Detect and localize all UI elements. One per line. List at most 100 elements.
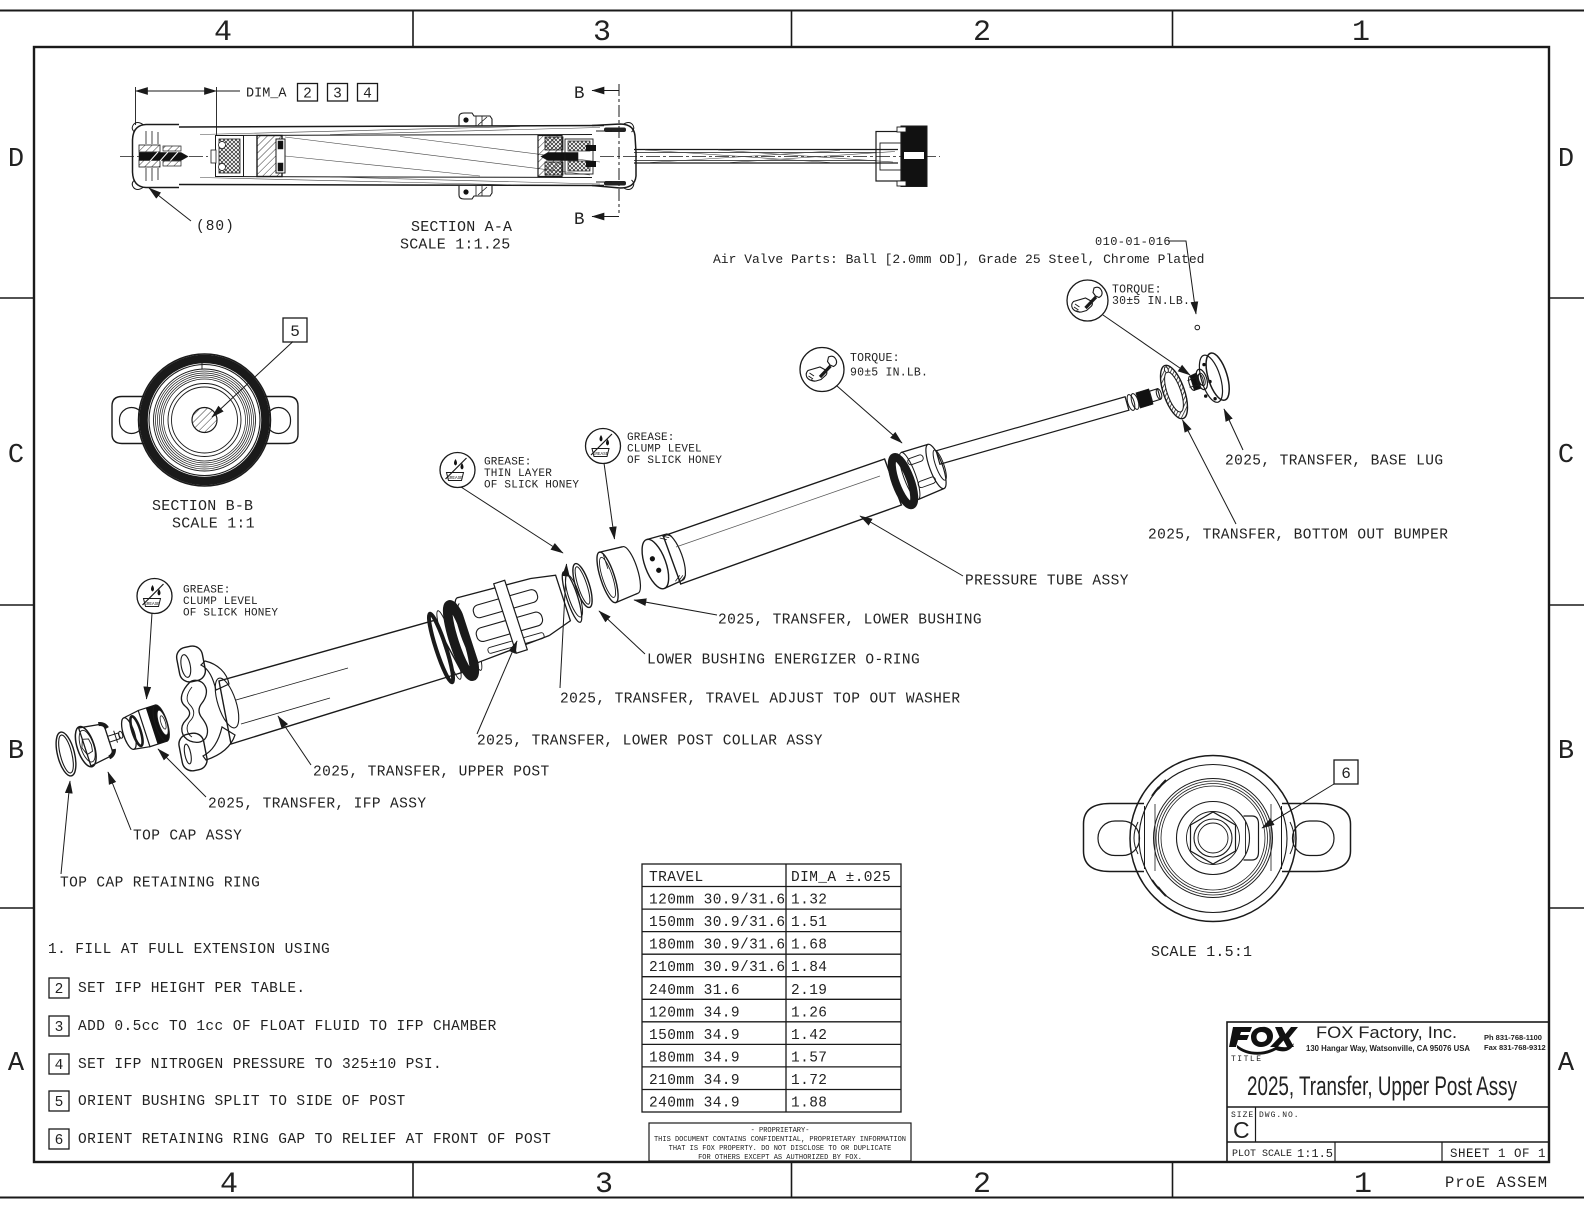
svg-text:SHEET 1 OF 1: SHEET 1 OF 1 <box>1450 1147 1546 1161</box>
svg-text:THAT IS FOX PROPERTY. DO NOT: THAT IS FOX PROPERTY. DO NOT DISCLOSE TO… <box>669 1145 892 1153</box>
svg-text:THIN LAYER: THIN LAYER <box>484 468 552 480</box>
svg-text:PRESSURE TUBE ASSY: PRESSURE TUBE ASSY <box>965 574 1129 590</box>
svg-text:Air Valve Parts: Ball [2.0mm O: Air Valve Parts: Ball [2.0mm OD], Grade … <box>713 252 1204 267</box>
svg-text:150mm 34.9: 150mm 34.9 <box>649 1028 740 1044</box>
svg-text:4: 4 <box>214 16 232 50</box>
svg-text:2: 2 <box>973 16 991 50</box>
svg-text:(80): (80) <box>196 219 235 235</box>
svg-text:TOP CAP ASSY: TOP CAP ASSY <box>133 829 242 845</box>
svg-text:TOP CAP RETAINING RING: TOP CAP RETAINING RING <box>60 876 260 892</box>
svg-text:SECTION B-B: SECTION B-B <box>152 498 253 515</box>
svg-text:2025, TRANSFER, LOWER POST COL: 2025, TRANSFER, LOWER POST COLLAR ASSY <box>477 734 823 750</box>
svg-text:3: 3 <box>593 16 611 50</box>
svg-text:TORQUE:: TORQUE: <box>1112 284 1162 297</box>
svg-text:B: B <box>574 84 585 104</box>
svg-text:1.84: 1.84 <box>791 960 827 976</box>
svg-text:120mm 30.9/31.6: 120mm 30.9/31.6 <box>649 893 786 909</box>
svg-text:- PROPRIETARY-: - PROPRIETARY- <box>751 1127 810 1135</box>
svg-text:6: 6 <box>1341 765 1351 783</box>
svg-text:1: 1 <box>1354 1168 1372 1202</box>
svg-text:C: C <box>1233 1117 1250 1143</box>
svg-text:OF SLICK HONEY: OF SLICK HONEY <box>627 455 722 467</box>
svg-text:210mm 30.9/31.6: 210mm 30.9/31.6 <box>649 960 786 976</box>
svg-text:1.88: 1.88 <box>791 1096 827 1112</box>
svg-text:GREASE:: GREASE: <box>484 457 532 469</box>
svg-text:1. FILL AT FULL EXTENSION USIN: 1. FILL AT FULL EXTENSION USING <box>48 942 330 958</box>
svg-text:GREASE: GREASE <box>593 452 609 457</box>
svg-text:Fax 831-768-9312: Fax 831-768-9312 <box>1484 1043 1546 1052</box>
svg-text:A: A <box>8 1049 25 1079</box>
svg-text:C: C <box>1558 441 1574 471</box>
svg-text:2025, TRANSFER, BOTTOM OUT BUM: 2025, TRANSFER, BOTTOM OUT BUMPER <box>1148 528 1448 544</box>
svg-text:3: 3 <box>595 1168 613 1202</box>
svg-text:6: 6 <box>55 1133 64 1149</box>
svg-text:120mm 34.9: 120mm 34.9 <box>649 1005 740 1021</box>
svg-text:LOWER BUSHING ENERGIZER O-RING: LOWER BUSHING ENERGIZER O-RING <box>647 653 920 669</box>
svg-text:1.72: 1.72 <box>791 1073 827 1089</box>
svg-text:SCALE 1:1.25: SCALE 1:1.25 <box>400 237 510 254</box>
svg-text:A: A <box>1558 1049 1575 1079</box>
svg-text:SET IFP NITROGEN PRESSURE TO 3: SET IFP NITROGEN PRESSURE TO 325±10 PSI. <box>78 1057 442 1073</box>
svg-text:1.68: 1.68 <box>791 938 827 954</box>
svg-text:5: 5 <box>290 323 300 341</box>
svg-text:FOX Factory, Inc.: FOX Factory, Inc. <box>1316 1024 1457 1042</box>
svg-text:CLUMP LEVEL: CLUMP LEVEL <box>183 596 258 608</box>
svg-text:ORIENT BUSHING SPLIT TO SIDE O: ORIENT BUSHING SPLIT TO SIDE OF POST <box>78 1094 406 1110</box>
svg-text:ADD 0.5cc TO 1cc OF FLOAT FLUI: ADD 0.5cc TO 1cc OF FLOAT FLUID TO IFP C… <box>78 1019 497 1035</box>
svg-text:2025, TRANSFER, TRAVEL ADJUST: 2025, TRANSFER, TRAVEL ADJUST TOP OUT WA… <box>560 692 960 708</box>
svg-text:2025, TRANSFER, BASE LUG: 2025, TRANSFER, BASE LUG <box>1225 454 1443 470</box>
svg-text:Ph 831-768-1100: Ph 831-768-1100 <box>1484 1033 1542 1042</box>
svg-text:1:1.5: 1:1.5 <box>1297 1147 1333 1161</box>
svg-text:GREASE:: GREASE: <box>627 432 675 444</box>
svg-text:GREASE:: GREASE: <box>183 585 231 597</box>
svg-text:B: B <box>574 210 585 230</box>
svg-text:2025, Transfer, Upper Post Ass: 2025, Transfer, Upper Post Assy <box>1247 1071 1517 1101</box>
svg-text:SCALE 1:1: SCALE 1:1 <box>172 516 255 533</box>
svg-text:SCALE 1.5:1: SCALE 1.5:1 <box>1151 944 1252 961</box>
svg-text:SET IFP HEIGHT PER TABLE.: SET IFP HEIGHT PER TABLE. <box>78 981 306 997</box>
svg-text:2: 2 <box>55 982 64 998</box>
svg-text:4: 4 <box>55 1058 64 1074</box>
svg-text:2025, TRANSFER, UPPER POST: 2025, TRANSFER, UPPER POST <box>313 765 550 781</box>
svg-text:130 Hangar Way, Watsonville, C: 130 Hangar Way, Watsonville, CA 95076 US… <box>1306 1044 1470 1053</box>
svg-text:OF SLICK HONEY: OF SLICK HONEY <box>183 608 278 620</box>
svg-text:2025, TRANSFER, LOWER BUSHING: 2025, TRANSFER, LOWER BUSHING <box>718 613 982 629</box>
svg-text:2.19: 2.19 <box>791 983 827 999</box>
svg-text:DWG.NO.: DWG.NO. <box>1259 1111 1300 1120</box>
svg-text:4: 4 <box>220 1168 238 1202</box>
svg-text:180mm 34.9: 180mm 34.9 <box>649 1050 740 1066</box>
svg-text:THIS DOCUMENT CONTAINS CONFIDE: THIS DOCUMENT CONTAINS CONFIDENTIAL, PRO… <box>654 1136 906 1144</box>
svg-text:C: C <box>8 441 24 471</box>
svg-text:4: 4 <box>363 87 372 103</box>
svg-text:ProE ASSEM: ProE ASSEM <box>1445 1174 1548 1192</box>
svg-text:PLOT SCALE: PLOT SCALE <box>1232 1149 1292 1160</box>
svg-text:1.51: 1.51 <box>791 915 827 931</box>
svg-text:GREASE: GREASE <box>144 602 160 607</box>
svg-text:CLUMP LEVEL: CLUMP LEVEL <box>627 444 702 456</box>
svg-text:3: 3 <box>55 1020 64 1036</box>
svg-text:TORQUE:: TORQUE: <box>850 352 900 365</box>
svg-text:2: 2 <box>303 87 312 103</box>
svg-text:B: B <box>8 737 24 767</box>
svg-text:1: 1 <box>1352 16 1370 50</box>
svg-text:010-01-016: 010-01-016 <box>1095 235 1171 249</box>
svg-text:180mm 30.9/31.6: 180mm 30.9/31.6 <box>649 938 786 954</box>
svg-text:D: D <box>8 145 24 175</box>
svg-text:2025, TRANSFER, IFP ASSY: 2025, TRANSFER, IFP ASSY <box>208 797 426 813</box>
svg-text:240mm 34.9: 240mm 34.9 <box>649 1096 740 1112</box>
svg-text:3: 3 <box>333 87 342 103</box>
svg-text:TRAVEL: TRAVEL <box>649 870 704 886</box>
svg-text:1.42: 1.42 <box>791 1028 827 1044</box>
svg-text:2: 2 <box>973 1168 991 1202</box>
svg-text:150mm 30.9/31.6: 150mm 30.9/31.6 <box>649 915 786 931</box>
svg-text:SECTION A-A: SECTION A-A <box>411 219 512 236</box>
svg-text:5: 5 <box>55 1095 64 1111</box>
svg-text:1.26: 1.26 <box>791 1005 827 1021</box>
svg-text:30±5 IN.LB.: 30±5 IN.LB. <box>1112 295 1190 308</box>
svg-text:TITLE: TITLE <box>1231 1055 1263 1064</box>
svg-text:240mm 31.6: 240mm 31.6 <box>649 983 740 999</box>
svg-text:D: D <box>1558 145 1574 175</box>
svg-text:OF SLICK HONEY: OF SLICK HONEY <box>484 480 579 492</box>
svg-text:90±5 IN.LB.: 90±5 IN.LB. <box>850 367 928 380</box>
svg-text:1.32: 1.32 <box>791 893 827 909</box>
